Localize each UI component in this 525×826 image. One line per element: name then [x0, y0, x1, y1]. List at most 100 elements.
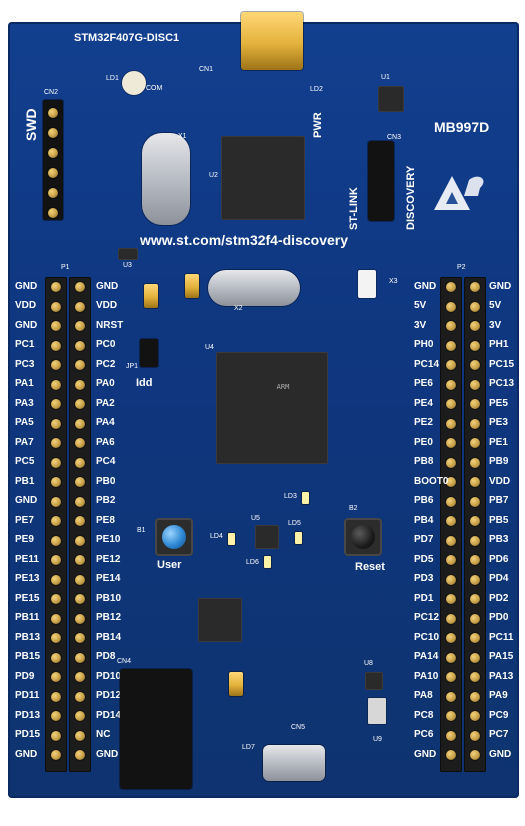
header-pin [470, 613, 480, 624]
pin-label: PE7 [15, 514, 34, 526]
header-pin [470, 399, 480, 409]
header-pin [75, 555, 85, 565]
header-pin [446, 418, 456, 429]
pin-label: PC2 [96, 358, 116, 370]
pin-label: PE10 [96, 534, 121, 546]
header-pin [470, 477, 480, 487]
pin-label: VDD [15, 300, 37, 312]
header-pin [470, 691, 480, 702]
pin-label: PH1 [489, 339, 509, 351]
header-pin [470, 633, 480, 643]
header-pin [75, 516, 85, 526]
pin-label: PA2 [96, 397, 115, 409]
header-pin [51, 652, 61, 663]
pin-label: PA7 [15, 436, 34, 448]
header-pin [75, 321, 85, 331]
x2-label: X2 [234, 305, 243, 312]
st-logo-icon [434, 176, 484, 210]
pin-label: PD15 [15, 729, 41, 741]
header-pin [446, 652, 456, 663]
header-pin [446, 750, 456, 760]
pin-label: VDD [96, 300, 118, 312]
header-pin [446, 438, 456, 448]
board-code: MB997D [434, 119, 490, 135]
board-model: STM32F407G-DISC1 [74, 32, 180, 44]
pin-label: PB14 [96, 631, 122, 643]
pin-label: PA0 [96, 378, 115, 390]
pin-label: 5V [489, 300, 502, 312]
header-pin [470, 360, 480, 370]
pin-label: PB2 [96, 495, 116, 507]
header-pin [75, 379, 85, 390]
reset-button[interactable] [344, 518, 382, 556]
pin-label: PB13 [15, 631, 41, 643]
swd-pin [48, 108, 58, 118]
pin-label: PC4 [96, 456, 116, 468]
tantalum-capacitor [144, 284, 158, 308]
crystal-x1 [142, 133, 190, 225]
pin-label: PA15 [489, 651, 514, 663]
swd-label: SWD [23, 108, 39, 141]
header-pin [75, 652, 85, 663]
pin-label: PE14 [96, 573, 121, 585]
header-pin [51, 672, 61, 682]
x3-crystal [358, 270, 376, 298]
u3-chip [118, 248, 138, 260]
pin-label: PD0 [489, 612, 509, 624]
tantalum-capacitor [229, 672, 243, 696]
pin-label: PC10 [414, 631, 440, 643]
cn3-label: CN3 [387, 134, 402, 141]
p2-label: P2 [457, 264, 466, 271]
header-pin [51, 516, 61, 526]
pin-label: PA10 [414, 670, 439, 682]
header-pin [51, 379, 61, 390]
pin-label: PE4 [414, 397, 433, 409]
u3-label: U3 [123, 262, 132, 269]
com-label: COM [146, 85, 163, 92]
header-pin [470, 672, 480, 682]
user-button[interactable] [155, 518, 193, 556]
audio-codec-chip [198, 598, 242, 642]
pin-label: PE1 [489, 436, 508, 448]
swd-pin [48, 168, 58, 178]
header-pin [470, 730, 480, 741]
header-pin [51, 477, 61, 487]
header-pin [470, 340, 480, 351]
stlink-label: ST-LINK [348, 187, 360, 230]
pin-label: PC7 [489, 729, 509, 741]
pin-label: PB9 [489, 456, 509, 468]
pin-label: PC1 [15, 339, 35, 351]
header-pin [446, 730, 456, 741]
header-pin [470, 750, 480, 760]
left-header-inner-labels: GND VDD NRST PC0 PC2 PA0 PA2 PA4 PA6 PC4… [96, 277, 123, 765]
header-pin [446, 613, 456, 624]
discovery-label: DISCOVERY [405, 165, 417, 230]
regulator-u1 [378, 86, 404, 112]
header-pin [446, 535, 456, 546]
microphone-u9 [368, 698, 386, 724]
header-pin [470, 282, 480, 292]
pin-label: PE8 [96, 514, 115, 526]
header-pin [51, 574, 61, 585]
u5-label: U5 [251, 515, 260, 522]
stlink-jumpers [368, 141, 394, 221]
header-pin [75, 730, 85, 741]
board-url: www.st.com/stm32f4-discovery [140, 232, 349, 248]
header-pin [51, 750, 61, 760]
pcb-board: STM32F407G-DISC1 CN1 MB997D SWD CN2 LD1 … [8, 12, 519, 798]
header-pin [75, 711, 85, 721]
header-pin [446, 633, 456, 643]
micro-usb-connector [263, 745, 325, 781]
pin-label: PC11 [489, 631, 514, 643]
ld6-label: LD6 [246, 559, 259, 566]
header-pin [470, 418, 480, 429]
u1-label: U1 [381, 74, 390, 81]
header-pin [470, 574, 480, 585]
header-pin [470, 652, 480, 663]
header-pin [446, 301, 456, 312]
pin-label: PD8 [96, 651, 116, 663]
header-pin [75, 399, 85, 409]
pin-label: PE3 [489, 417, 508, 429]
pin-label: PB15 [15, 651, 41, 663]
pin-label: PD14 [96, 709, 122, 721]
